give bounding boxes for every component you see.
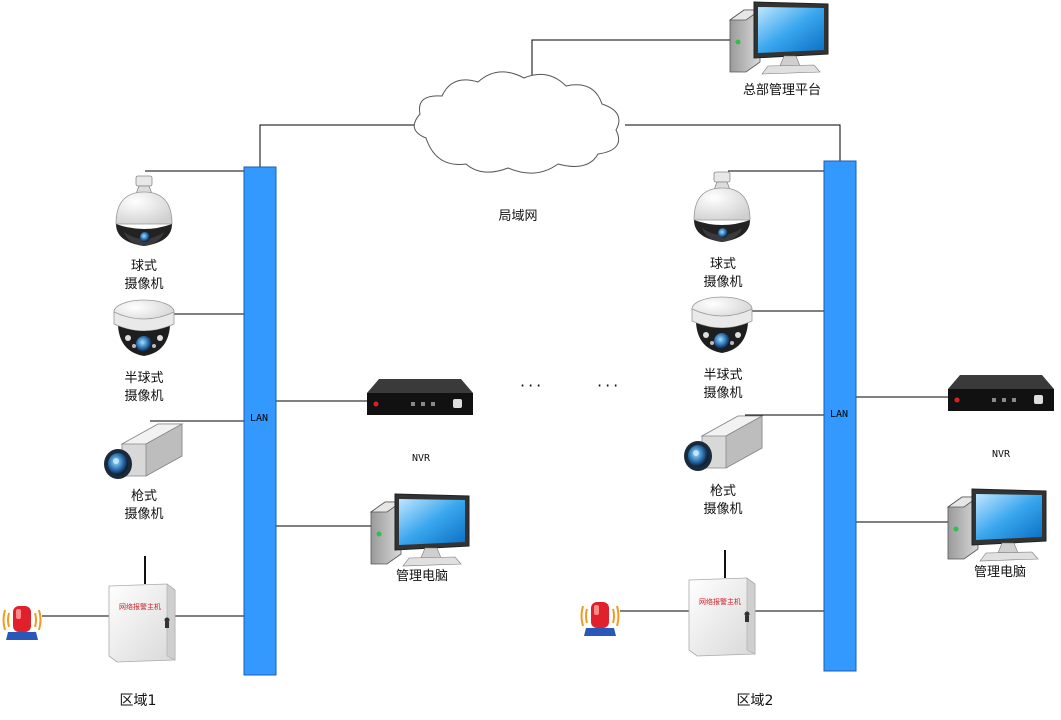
nvr-label: NVR — [411, 453, 431, 464]
lan-label-zone2: LAN — [830, 409, 849, 420]
monitor-icon — [947, 488, 1047, 562]
monitor-icon — [729, 1, 829, 75]
half-dome-camera-label-2: 摄像机 — [124, 389, 164, 404]
monitor-icon — [370, 493, 470, 567]
alarm-light-icon — [2, 605, 42, 641]
bullet-camera-label-2: 摄像机 — [124, 507, 164, 522]
zone2-label: 区域2 — [736, 693, 774, 709]
link-cloud-lan1 — [259, 124, 420, 168]
pc-label: 管理电脑 — [395, 569, 448, 584]
bullet-camera-label-1: 枪式 — [709, 484, 736, 499]
half-dome-camera-label-2: 摄像机 — [703, 386, 743, 401]
cloud-icon — [413, 71, 620, 174]
dome-camera-label-2: 摄像机 — [124, 277, 164, 292]
dome-camera-label-2: 摄像机 — [703, 275, 743, 290]
dome-camera-label-1: 球式 — [130, 259, 157, 274]
half-dome-camera-label-1: 半球式 — [703, 368, 743, 383]
lan-bar-zone1 — [243, 166, 277, 676]
bullet-camera-label-1: 枪式 — [130, 489, 157, 504]
bullet-camera-icon — [683, 415, 763, 472]
dome-camera-icon — [115, 175, 173, 247]
lan-label-zone1: LAN — [250, 413, 269, 424]
half-dome-camera-label-1: 半球式 — [124, 371, 164, 386]
alarm-host-label: 网络报警主机 — [119, 603, 161, 611]
alarm-host-label: 网络报警主机 — [699, 598, 741, 606]
bullet-camera-icon — [103, 423, 183, 480]
alarm-light-icon — [580, 601, 620, 637]
nvr-icon — [948, 375, 1054, 411]
link-hq-cloud — [531, 39, 745, 78]
half-dome-camera-icon — [113, 299, 175, 357]
lan-bar-zone2 — [823, 160, 857, 672]
ellipsis-left: ··· — [520, 376, 545, 395]
nvr-icon — [367, 379, 473, 415]
ellipsis-right: ··· — [597, 376, 622, 395]
bullet-camera-label-2: 摄像机 — [703, 502, 743, 517]
dome-camera-label-1: 球式 — [709, 257, 736, 272]
pc-label: 管理电脑 — [973, 565, 1026, 580]
zone1-label: 区域1 — [119, 693, 157, 709]
dome-camera-icon — [693, 171, 751, 243]
link-cloud-lan2 — [625, 124, 841, 162]
hq-label: 总部管理平台 — [742, 83, 821, 98]
half-dome-camera-icon — [691, 296, 753, 354]
connection-lines — [42, 39, 952, 617]
network-label: 局域网 — [498, 209, 538, 224]
nvr-label: NVR — [991, 449, 1011, 460]
